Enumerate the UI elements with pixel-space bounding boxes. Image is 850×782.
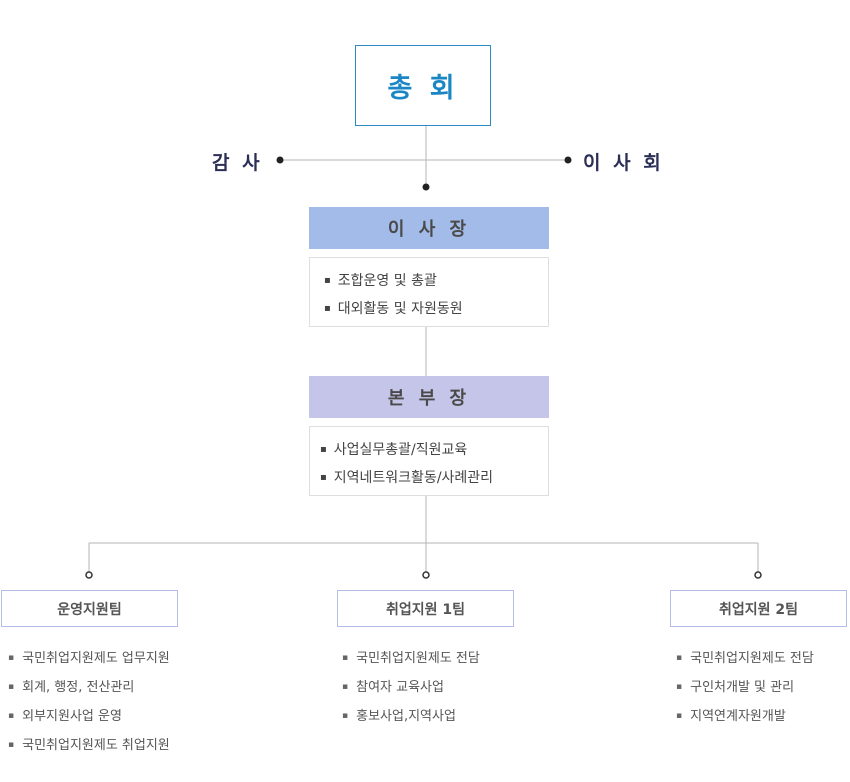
team-operations-box: 운영지원팀 <box>1 590 178 627</box>
node-dot-chair <box>422 183 430 191</box>
team-name: 취업지원 1팀 <box>385 601 465 618</box>
chairman-title: 이 사 장 <box>387 219 471 240</box>
node-dot-audit <box>276 156 284 164</box>
director-title: 본 부 장 <box>387 388 471 409</box>
team-operations-duties: 국민취업지원제도 업무지원 회계, 행정, 전산관리 외부지원사업 운영 국민취… <box>8 644 170 760</box>
director-header: 본 부 장 <box>309 376 549 418</box>
node-ring-team-1 <box>85 571 93 579</box>
team-duty-item: 지역연계자원개발 <box>676 702 814 731</box>
team-employment-1-duties: 국민취업지원제도 전담 참여자 교육사업 홍보사업,지역사업 <box>342 644 480 731</box>
team-duty-item: 국민취업지원제도 전담 <box>676 644 814 673</box>
team-duty-item: 국민취업지원제도 전담 <box>342 644 480 673</box>
chairman-header: 이 사 장 <box>309 207 549 249</box>
chairman-duties: 조합운영 및 총괄 대외활동 및 자원동원 <box>309 257 549 327</box>
chairman-duty-item: 대외활동 및 자원동원 <box>324 295 548 323</box>
node-ring-team-2 <box>422 571 430 579</box>
team-duty-item: 회계, 행정, 전산관리 <box>8 673 170 702</box>
director-duty-item: 지역네트워크활동/사례관리 <box>320 464 548 492</box>
team-duty-item: 참여자 교육사업 <box>342 673 480 702</box>
board-label: 이 사 회 <box>583 152 664 174</box>
team-duty-item: 외부지원사업 운영 <box>8 702 170 731</box>
team-duty-item: 국민취업지원제도 업무지원 <box>8 644 170 673</box>
director-duties: 사업실무총괄/직원교육 지역네트워크활동/사례관리 <box>309 426 549 496</box>
audit-label: 감 사 <box>212 152 263 174</box>
team-duty-item: 국민취업지원제도 취업지원 <box>8 731 170 760</box>
director-duty-item: 사업실무총괄/직원교육 <box>320 436 548 464</box>
node-ring-team-3 <box>754 571 762 579</box>
team-employment-2-box: 취업지원 2팀 <box>670 590 847 627</box>
team-employment-2-duties: 국민취업지원제도 전담 구인처개발 및 관리 지역연계자원개발 <box>676 644 814 731</box>
team-duty-item: 구인처개발 및 관리 <box>676 673 814 702</box>
node-dot-board <box>564 156 572 164</box>
general-meeting-label: 총 회 <box>387 73 459 104</box>
chairman-duty-item: 조합운영 및 총괄 <box>324 267 548 295</box>
team-employment-1-box: 취업지원 1팀 <box>337 590 514 627</box>
general-meeting-box: 총 회 <box>355 45 491 126</box>
team-name: 운영지원팀 <box>57 601 122 618</box>
team-duty-item: 홍보사업,지역사업 <box>342 702 480 731</box>
team-name: 취업지원 2팀 <box>718 601 798 618</box>
